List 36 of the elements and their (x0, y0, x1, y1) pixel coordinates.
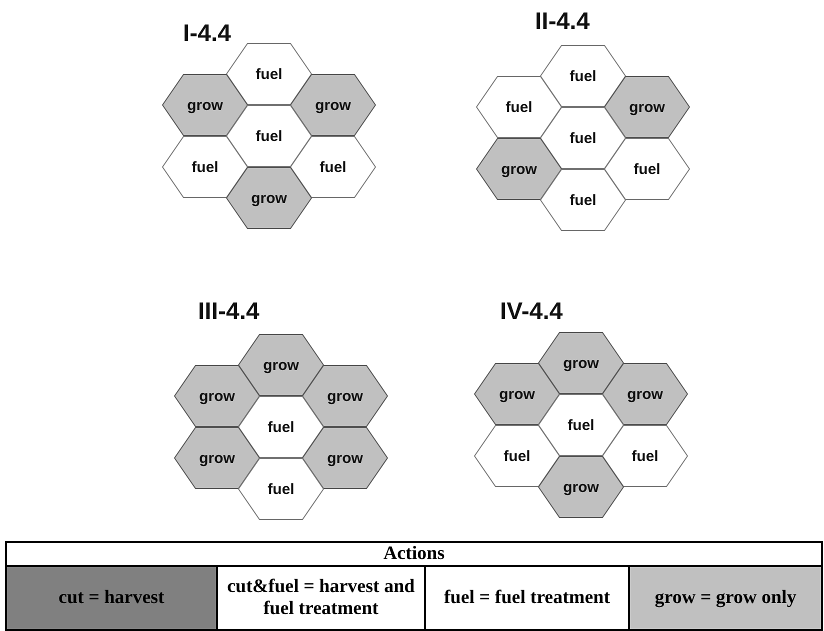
hexagon-tile: fuel (238, 396, 324, 458)
hexagon-tile: grow (302, 427, 388, 489)
hexagon-tile: grow (302, 365, 388, 427)
hexagon-tile: fuel (238, 458, 324, 520)
hexagon-tile: fuel (538, 394, 624, 456)
legend-entry: grow = grow only (629, 566, 822, 630)
hexagon-tile: grow (174, 365, 260, 427)
panel-heading: IV-4.4 (500, 298, 563, 326)
hexagon-tile: grow (290, 74, 376, 136)
hexagon-tile: fuel (226, 105, 312, 167)
hexagon-tile: fuel (162, 136, 248, 198)
hexagon-tile: grow (476, 138, 562, 200)
legend-entry: cut&fuel = harvest and fuel treatment (216, 566, 425, 630)
hexagon-tile: grow (538, 456, 624, 518)
legend-entry: cut = harvest (6, 566, 217, 630)
hexagon-tile: grow (538, 332, 624, 394)
panel-heading: II-4.4 (535, 8, 590, 36)
hexagon-tile: fuel (602, 425, 688, 487)
hexagon-tile: fuel (540, 169, 626, 231)
legend-entry: fuel = fuel treatment (424, 566, 630, 630)
hexagon-tile: grow (474, 363, 560, 425)
hexagon-tile: fuel (540, 107, 626, 169)
hexagon-tile: fuel (604, 138, 690, 200)
hexagon-tile: fuel (290, 136, 376, 198)
hexagon-tile: grow (162, 74, 248, 136)
hexagon-tile: grow (174, 427, 260, 489)
panel-heading: III-4.4 (198, 298, 260, 326)
hexagon-tile: fuel (476, 76, 562, 138)
hexagon-tile: fuel (226, 43, 312, 105)
hexagon-tile: grow (238, 334, 324, 396)
hexagon-tile: fuel (540, 45, 626, 107)
hexagon-tile: fuel (474, 425, 560, 487)
hexagon-tile: grow (226, 167, 312, 229)
hexagon-tile: grow (604, 76, 690, 138)
hexagon-tile: grow (602, 363, 688, 425)
table-header: Actions (6, 542, 822, 566)
